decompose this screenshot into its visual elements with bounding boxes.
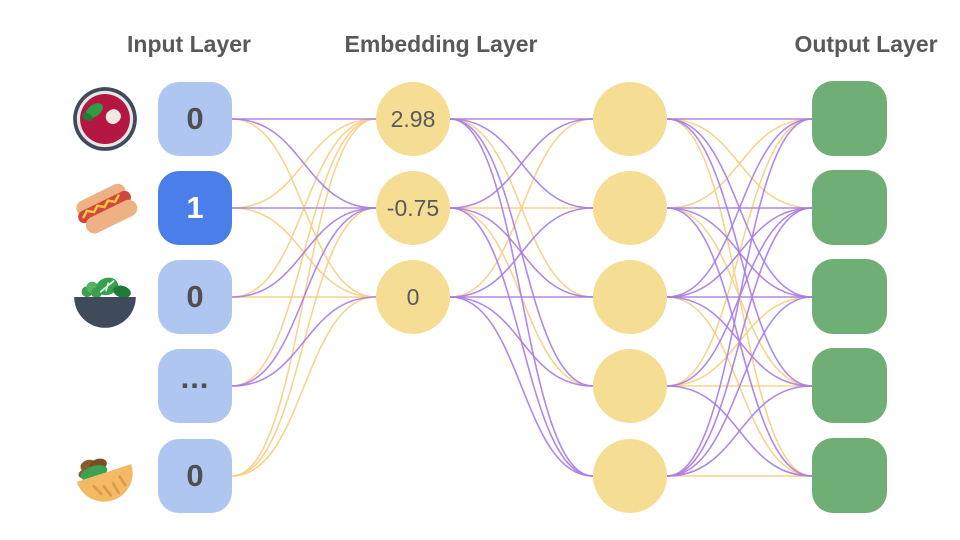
input-node-active: 1: [158, 171, 232, 245]
output-node: [812, 170, 887, 245]
embedding-node: 0: [376, 260, 450, 334]
input-node-ellipsis: ...: [158, 349, 232, 423]
edge: [449, 207, 594, 298]
embedding-node-value: -0.75: [386, 194, 440, 221]
embedding-node-value: 2.98: [390, 105, 436, 132]
borscht-soup-icon: [73, 87, 137, 151]
hidden-node: [593, 171, 667, 245]
edge: [231, 118, 377, 209]
output-layer-title: Output Layer: [794, 31, 938, 57]
hidden-node: [593, 260, 667, 334]
embedding-node: 2.98: [376, 82, 450, 156]
input-layer-title: Input Layer: [127, 31, 251, 57]
edge: [666, 207, 813, 298]
edge: [449, 296, 594, 477]
edge: [449, 296, 594, 387]
stuffed-flatbread-icon: [76, 458, 133, 502]
input-node: 0: [158, 82, 232, 156]
input-node-value: 0: [186, 279, 204, 314]
output-node: [812, 259, 887, 334]
edge: [231, 296, 377, 387]
edge: [231, 207, 377, 298]
salad-icon: [74, 277, 136, 328]
edge: [231, 207, 377, 387]
hidden-node: [593, 82, 667, 156]
edge: [449, 118, 594, 209]
embedding-node-value: 0: [406, 283, 420, 310]
input-node-value: 0: [186, 458, 204, 493]
edge: [666, 118, 813, 298]
embedding-node: -0.75: [376, 171, 450, 245]
output-node: [812, 81, 887, 156]
input-node-value: 0: [186, 101, 204, 136]
input-node: 0: [158, 260, 232, 334]
edge: [666, 207, 813, 477]
edge: [666, 118, 813, 209]
input-node-value: ...: [180, 360, 210, 395]
input-node: 0: [158, 439, 232, 513]
edge: [449, 118, 594, 298]
edge: [666, 296, 813, 477]
output-node: [812, 438, 887, 513]
input-node-value: 1: [186, 190, 204, 225]
output-node: [812, 348, 887, 423]
hidden-node: [593, 349, 667, 423]
hidden-node: [593, 439, 667, 513]
edge: [666, 385, 813, 477]
hotdog-icon: [76, 183, 138, 234]
embedding-layer-title: Embedding Layer: [344, 31, 538, 57]
edge: [666, 118, 813, 477]
edge: [231, 296, 377, 477]
